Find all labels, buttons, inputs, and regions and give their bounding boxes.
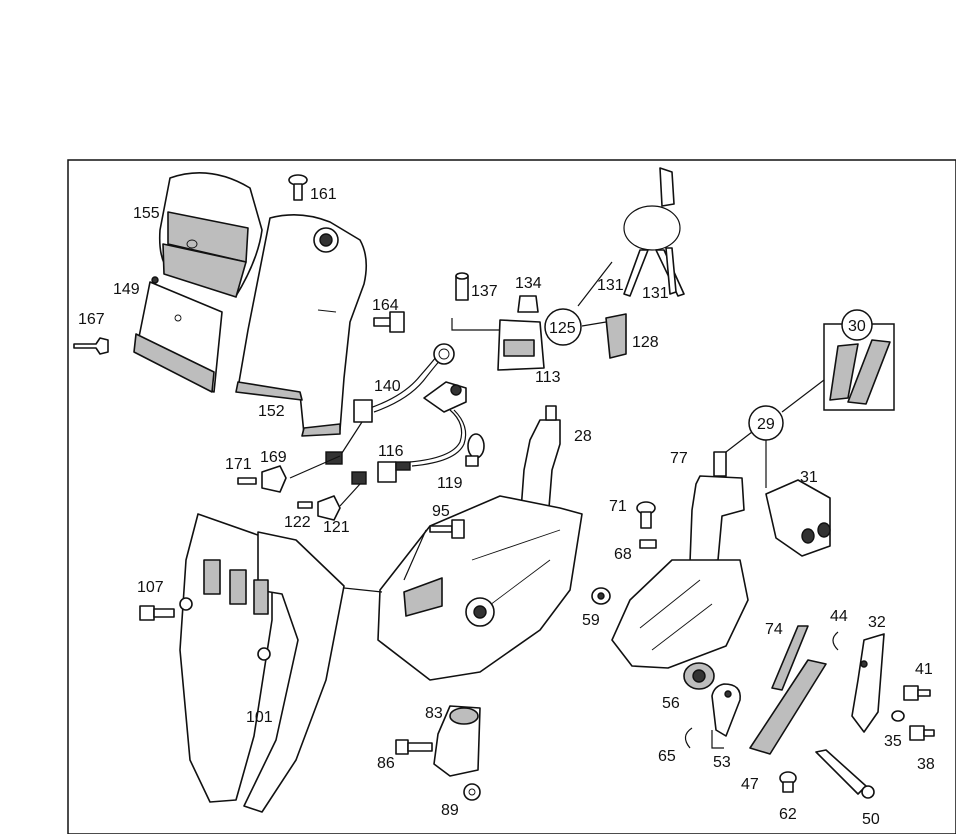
callout-125: 125 — [549, 320, 576, 337]
part-44-clip — [832, 631, 839, 651]
callout-119: 119 — [437, 475, 463, 492]
callout-44: 44 — [830, 608, 848, 625]
part-32-lever — [851, 633, 885, 733]
callout-labels: 155 161 149 167 152 164 140 137 134 131 … — [78, 186, 935, 828]
part-107-bolt — [139, 605, 175, 621]
callout-32: 32 — [868, 614, 886, 631]
part-35-washer — [891, 710, 905, 722]
callout-155: 155 — [133, 205, 160, 222]
callout-107: 107 — [137, 579, 164, 596]
part-68-bracket — [639, 539, 657, 549]
part-122-pin — [297, 501, 313, 509]
callout-29: 29 — [757, 416, 775, 433]
callout-83: 83 — [425, 705, 443, 722]
part-71-bolt — [636, 501, 656, 529]
part-134-cap — [517, 295, 539, 313]
part-28-steering-column — [377, 405, 583, 681]
part-155-upper-cover — [158, 172, 263, 298]
callout-122: 122 — [284, 514, 311, 531]
callout-95: 95 — [432, 503, 450, 520]
part-149-trim-panel — [133, 276, 223, 393]
callout-167: 167 — [78, 311, 105, 328]
part-167-clip — [73, 337, 109, 355]
part-137-screw — [455, 272, 469, 301]
part-74-spring — [771, 625, 809, 691]
callout-50: 50 — [862, 811, 880, 828]
callout-77: 77 — [670, 450, 688, 467]
callout-152: 152 — [258, 403, 285, 420]
part-77-column-tube — [611, 451, 749, 669]
callout-74: 74 — [765, 621, 783, 638]
callout-113: 113 — [535, 369, 561, 386]
callout-131-left: 131 — [597, 277, 624, 294]
part-169-connector — [261, 451, 343, 493]
callout-116: 116 — [378, 443, 404, 460]
part-128-insert — [605, 313, 627, 359]
part-152-lower-cover — [235, 214, 368, 437]
callout-68: 68 — [614, 546, 632, 563]
callout-41: 41 — [915, 661, 933, 678]
callout-149: 149 — [113, 281, 140, 298]
callout-71: 71 — [609, 498, 627, 515]
callout-59: 59 — [582, 612, 600, 629]
part-83-universal-joint — [433, 705, 481, 777]
part-65-circlip — [684, 727, 693, 749]
callout-101: 101 — [246, 709, 273, 726]
diagram-frame — [67, 159, 956, 834]
part-31-clamp — [765, 479, 831, 557]
callout-30: 30 — [848, 318, 866, 335]
part-161-screw — [288, 174, 308, 201]
callout-140: 140 — [374, 378, 401, 395]
part-53-lever — [711, 683, 741, 749]
callout-86: 86 — [377, 755, 395, 772]
part-171-pin — [237, 477, 257, 485]
part-89-nut — [463, 783, 481, 801]
part-50-pin — [815, 749, 875, 799]
part-95-bolt — [403, 519, 465, 581]
callout-89: 89 — [441, 802, 459, 819]
callout-137: 137 — [471, 283, 498, 300]
part-119-bulb — [465, 433, 485, 467]
part-121-connector — [317, 471, 367, 521]
callout-134: 134 — [515, 275, 542, 292]
part-38-bolt — [909, 725, 935, 741]
callout-56: 56 — [662, 695, 680, 712]
part-47-rack — [749, 659, 827, 755]
part-62-screw — [779, 771, 797, 793]
callout-38: 38 — [917, 756, 935, 773]
part-116-switch-harness — [377, 381, 467, 483]
part-140-wiring-harness — [339, 343, 455, 457]
part-131-keys — [623, 167, 685, 297]
callout-47: 47 — [741, 776, 759, 793]
callout-164: 164 — [372, 297, 399, 314]
callout-131-right: 131 — [642, 285, 669, 302]
callout-128: 128 — [632, 334, 659, 351]
part-59-washer — [591, 587, 611, 605]
part-41-bolt — [903, 685, 931, 701]
callout-35: 35 — [884, 733, 902, 750]
callout-29-circle — [725, 379, 825, 488]
part-86-bolt — [395, 739, 433, 755]
part-113-lock-cylinder — [451, 318, 545, 371]
callout-171: 171 — [225, 456, 252, 473]
callout-125-circle — [544, 261, 613, 346]
part-164-screw — [373, 311, 405, 333]
callout-31: 31 — [800, 469, 818, 486]
callout-169: 169 — [260, 449, 287, 466]
callout-28: 28 — [574, 428, 592, 445]
part-101-mounting-bracket — [179, 513, 383, 813]
callout-161: 161 — [310, 186, 337, 203]
callout-65: 65 — [658, 748, 676, 765]
part-56-bushing — [683, 662, 715, 690]
callout-62: 62 — [779, 806, 797, 823]
part-30-springs — [823, 309, 895, 411]
callout-121: 121 — [323, 519, 350, 536]
callout-53: 53 — [713, 754, 731, 771]
